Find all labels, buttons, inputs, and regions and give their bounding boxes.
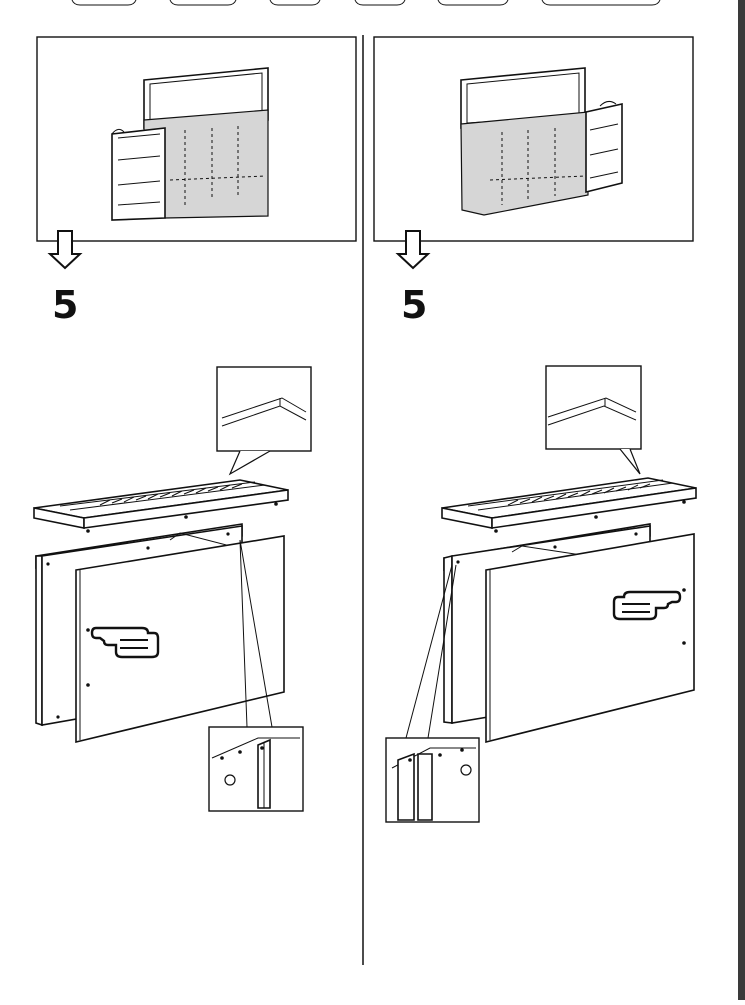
left-door-panel-front: [75, 535, 285, 744]
left-overview-cabinet: [111, 67, 269, 221]
left-bottom-detail-callout: [208, 539, 304, 812]
left-overview-box: [36, 36, 357, 242]
left-top-detail-callout: [216, 366, 312, 476]
right-top-shelf: [441, 477, 697, 533]
right-top-detail-callout: [545, 365, 642, 475]
right-down-arrow-icon: [395, 230, 431, 270]
page-edge-bar: [738, 0, 745, 1000]
right-overview-cabinet: [460, 67, 623, 216]
left-top-shelf: [33, 479, 289, 533]
left-pointing-hand-icon: [90, 626, 160, 659]
right-door-panel-front: [485, 533, 695, 744]
right-step-number: 5: [401, 283, 427, 327]
right-bottom-detail-callout: [385, 564, 480, 823]
left-down-arrow-icon: [47, 230, 83, 270]
right-pointing-hand-icon: [612, 590, 682, 621]
top-tabs: [71, 0, 661, 6]
right-overview-box: [373, 36, 694, 242]
left-step-number: 5: [52, 283, 78, 327]
